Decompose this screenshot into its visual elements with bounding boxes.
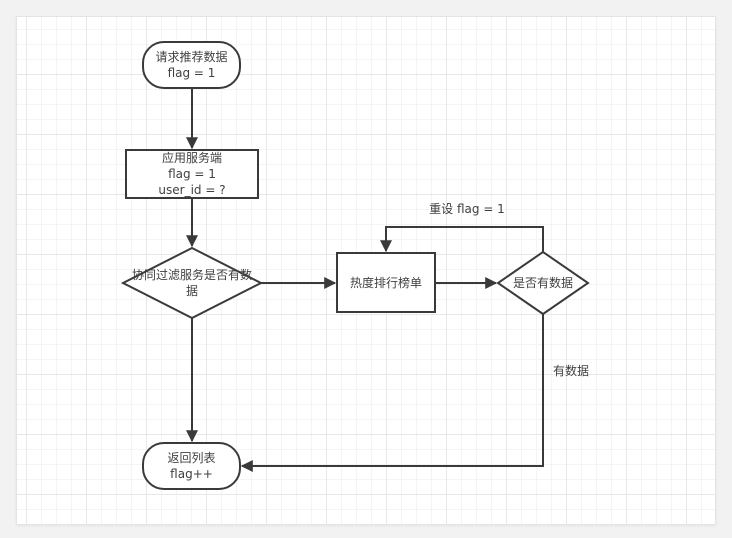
cf-check-node-label: 协同过滤服务是否有数 据 (122, 248, 262, 318)
node-app-server-process (125, 149, 259, 199)
app-server-line1: 应用服务端 (161, 151, 222, 165)
start-line2: flag = 1 (167, 66, 216, 80)
start-line1: 请求推荐数据 (155, 50, 228, 64)
edge-data-check-loop-to-hot-list (380, 226, 544, 253)
reset-flag-edge-label: 重设 flag = 1 (429, 202, 505, 216)
node-hot-list-process (336, 252, 436, 313)
return-list-node-label: 返回列表 flag++ (143, 443, 240, 489)
hot-list-node-label: 热度排行榜单 (337, 253, 435, 312)
data-check-line1: 是否有数据 (512, 276, 573, 290)
cf-check-line1: 协同过滤服务是否有数 (131, 268, 252, 282)
edge-data-check-to-return-list (240, 314, 544, 472)
node-return-list-terminator (142, 442, 241, 490)
return-list-line2: flag++ (170, 467, 213, 481)
cf-check-line2: 据 (185, 284, 198, 298)
node-start-terminator (142, 41, 241, 89)
app-server-line2: flag = 1 (168, 167, 216, 181)
hot-list-line1: 热度排行榜单 (349, 275, 422, 290)
data-check-node-label: 是否有数据 (498, 252, 588, 314)
app-server-line3: user_id = ? (158, 183, 226, 197)
app-server-node-label: 应用服务端 flag = 1 user_id = ? (126, 150, 258, 198)
node-data-check-decision (496, 250, 590, 316)
start-node-label: 请求推荐数据 flag = 1 (143, 42, 240, 88)
return-list-line1: 返回列表 (167, 451, 216, 465)
has-data-edge-label: 有数据 (553, 364, 590, 378)
node-cf-check-decision (120, 246, 264, 320)
